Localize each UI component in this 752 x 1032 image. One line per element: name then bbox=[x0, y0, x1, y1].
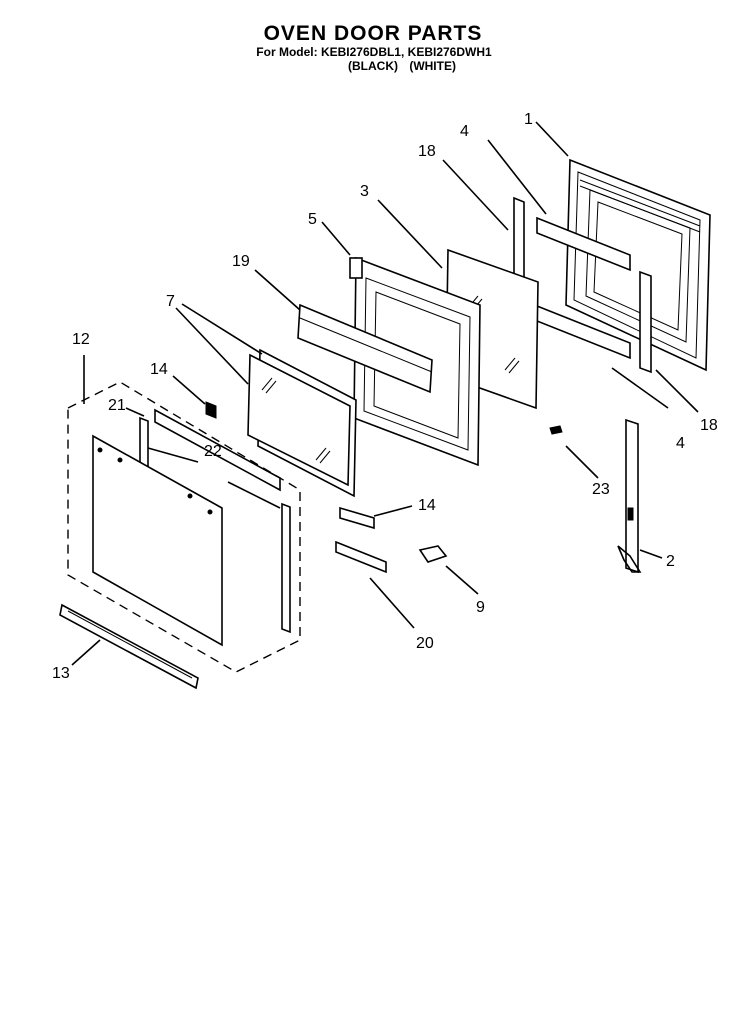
part-14-upper-clip bbox=[205, 401, 217, 419]
part-4-upper-bracket bbox=[536, 216, 631, 272]
callout-20: 20 bbox=[416, 635, 434, 652]
callout-1: 1 bbox=[524, 111, 533, 128]
callout-7: 7 bbox=[166, 293, 175, 310]
part-19-shield bbox=[297, 303, 433, 394]
part-7-glass bbox=[247, 348, 357, 498]
callout-12: 12 bbox=[72, 331, 90, 348]
callout-labels: 1 4 18 3 5 19 7 12 14 21 22 13 4 18 23 1… bbox=[52, 111, 718, 682]
part-9-clip bbox=[418, 545, 448, 563]
leader-lines bbox=[71, 121, 699, 666]
callout-13: 13 bbox=[52, 665, 70, 682]
model-line: For Model: KEBI276DBL1, KEBI276DWH1 bbox=[256, 45, 492, 59]
diagram-title: OVEN DOOR PARTS bbox=[263, 22, 483, 45]
title-block: OVEN DOOR PARTS For Model: KEBI276DBL1, … bbox=[0, 22, 752, 73]
part-18-right-strip bbox=[639, 270, 652, 374]
callout-4-bottom: 4 bbox=[676, 435, 685, 452]
callout-21: 21 bbox=[108, 397, 126, 414]
part-23-clip bbox=[549, 425, 563, 435]
part-14-lower-clip bbox=[339, 506, 375, 530]
callout-19: 19 bbox=[232, 253, 250, 270]
part-1-door-frame bbox=[565, 158, 711, 372]
callout-5: 5 bbox=[308, 211, 317, 228]
callout-2: 2 bbox=[666, 553, 675, 570]
part-22-bracket bbox=[154, 408, 281, 492]
callout-9: 9 bbox=[476, 599, 485, 616]
callout-22: 22 bbox=[204, 443, 222, 460]
callout-3: 3 bbox=[360, 183, 369, 200]
part-20-strip bbox=[335, 540, 387, 574]
callout-18-top: 18 bbox=[418, 143, 436, 160]
callout-23: 23 bbox=[592, 481, 610, 498]
outer-door-glass bbox=[92, 434, 223, 647]
callout-18-bottom: 18 bbox=[700, 417, 718, 434]
part-13-handle bbox=[59, 603, 199, 690]
part-2-hinge bbox=[617, 418, 642, 574]
part-21-right-strip bbox=[281, 502, 291, 634]
callout-4-top: 4 bbox=[460, 123, 469, 140]
callout-14-top: 14 bbox=[150, 361, 168, 378]
color-line: (BLACK) (WHITE) bbox=[348, 59, 456, 73]
part-12-assembly-outline bbox=[67, 381, 301, 673]
callout-14-bottom: 14 bbox=[418, 497, 436, 514]
